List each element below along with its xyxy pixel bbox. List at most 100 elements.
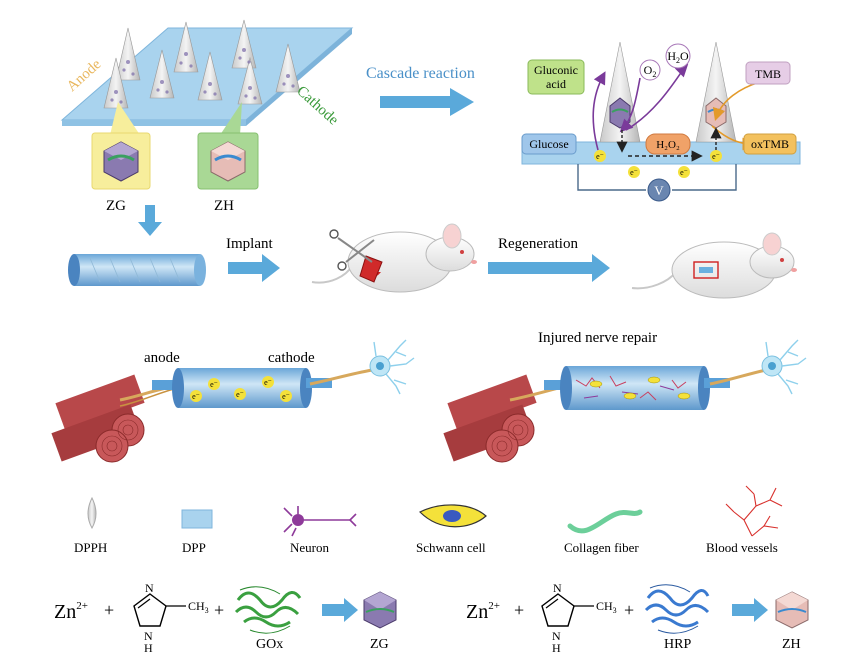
legend-schwann-cell-label: Schwann cell: [416, 540, 486, 555]
gox-protein-icon: [234, 586, 302, 634]
mouse-regenerated: [631, 232, 797, 299]
electron: [208, 378, 220, 390]
regeneration-arrow: [488, 254, 610, 282]
electron: [678, 166, 690, 178]
gox-label: GOx: [256, 637, 283, 652]
implant-label: Implant: [226, 236, 273, 252]
circuit-wire: [577, 164, 737, 191]
electron: [262, 376, 274, 388]
cascade-needle-left: [599, 41, 641, 143]
legend-blood-vessels-label: Blood vessels: [706, 540, 778, 555]
microneedle-cone: [197, 51, 223, 101]
glucose-to-gluconic-arrow: [592, 71, 606, 151]
glucose-box: [521, 133, 577, 155]
zg-label: ZG: [106, 198, 126, 214]
neuron-right: [761, 339, 807, 395]
methyl-right: CH3: [596, 599, 617, 615]
electron: [594, 150, 606, 162]
injured-nerve-repair-label: Injured nerve repair: [538, 330, 657, 346]
h2o-arrow: [625, 63, 689, 131]
imidazole-nh-left: N: [144, 629, 153, 643]
cascade-needle-right: [695, 41, 737, 143]
electron-label: e⁻: [712, 152, 720, 161]
plus-sign: +: [514, 600, 524, 620]
legend-collagen-fiber-label: Collagen fiber: [564, 540, 639, 555]
o2-label: O2: [644, 63, 657, 79]
methyl-left: CH3: [188, 599, 209, 615]
electron: [234, 388, 246, 400]
mouse-surgery: [311, 223, 477, 293]
zh-callout: [197, 102, 259, 190]
zh-product-label: ZH: [782, 637, 801, 652]
electron-label: e⁻: [680, 168, 688, 177]
nerve-conduit: [68, 254, 206, 286]
cascade-reaction-label: Cascade reaction: [366, 65, 475, 82]
electron: [190, 390, 202, 402]
h2o-label: H2O: [667, 49, 689, 65]
muscle-bundle-right: [443, 374, 537, 463]
implant-arrow: [228, 254, 280, 282]
hrp-protein-icon: [644, 584, 710, 634]
electron: [280, 390, 292, 402]
oxtmb-label: oxTMB: [751, 137, 789, 151]
zh-label: ZH: [214, 198, 234, 214]
nerve-fiber-out: [704, 368, 767, 388]
imidazole-structure-left: [133, 593, 186, 627]
o2-arrow: [619, 77, 641, 133]
hrp-label: HRP: [664, 637, 691, 652]
h2o-bubble: [665, 43, 691, 69]
imidazole-n-right: N: [553, 581, 562, 595]
voltmeter-icon: [647, 178, 671, 202]
imidazole-h-left: H: [144, 641, 153, 655]
zg-product-label: ZG: [370, 637, 389, 652]
tmb-label: TMB: [755, 67, 781, 81]
plus-sign: +: [624, 600, 634, 620]
zn-ion-left: Zn2+: [54, 600, 88, 623]
microneedle-cone: [173, 21, 199, 73]
microneedle-cone: [231, 19, 257, 69]
glucose-label: Glucose: [529, 137, 568, 151]
zn-ion-right: Zn2+: [466, 600, 500, 623]
electron-label: e⁻: [236, 390, 244, 399]
plus-sign: +: [214, 600, 224, 620]
imidazole-nh-right: N: [552, 629, 561, 643]
microneedle-cone: [275, 43, 301, 93]
cathode-tag: cathode: [268, 350, 315, 366]
gluconic-acid-label-line2: acid: [546, 77, 566, 91]
electron-label: e⁻: [264, 378, 272, 387]
cascade-arrow: [380, 88, 474, 116]
electron-label: e⁻: [210, 380, 218, 389]
legend-dpph-label: DPPH: [74, 540, 107, 555]
h2o2-label: H₂O₂: [656, 139, 680, 151]
collagen-fiber-icon: [567, 509, 643, 534]
legend-dpp-label: DPP: [182, 540, 206, 555]
anode-tag: anode: [144, 350, 180, 366]
electron: [710, 150, 722, 162]
oxtmb-box: [743, 133, 797, 155]
legend-neuron-label: Neuron: [290, 540, 329, 555]
regeneration-label: Regeneration: [498, 236, 578, 252]
electron-label: e⁻: [596, 152, 604, 161]
gluconic-acid-box: [527, 59, 585, 95]
zh-crystal-icon: [775, 591, 809, 629]
legend-dpp-icon: [181, 509, 213, 529]
cathode-label: Cathode: [293, 83, 341, 129]
schwann-cell-icon: [418, 504, 487, 528]
blood-vessels-icon: [725, 485, 783, 537]
o2-bubble: [639, 59, 661, 81]
nerve-fiber-right: [306, 368, 373, 388]
synthesis-arrow-left: [322, 598, 358, 622]
tmb-box: [745, 61, 791, 85]
neuron-left: [369, 339, 415, 395]
microneedle-cone: [149, 49, 175, 99]
imidazole-structure-right: [541, 593, 594, 627]
microneedle-cone: [115, 27, 141, 81]
electron-label: e⁻: [282, 392, 290, 401]
voltmeter-label: V: [654, 183, 664, 198]
h2o2-box: [645, 133, 691, 155]
neuron-icon: [283, 506, 357, 537]
scissors-icon: [329, 229, 375, 271]
muscle-bundle-left: [51, 374, 145, 463]
